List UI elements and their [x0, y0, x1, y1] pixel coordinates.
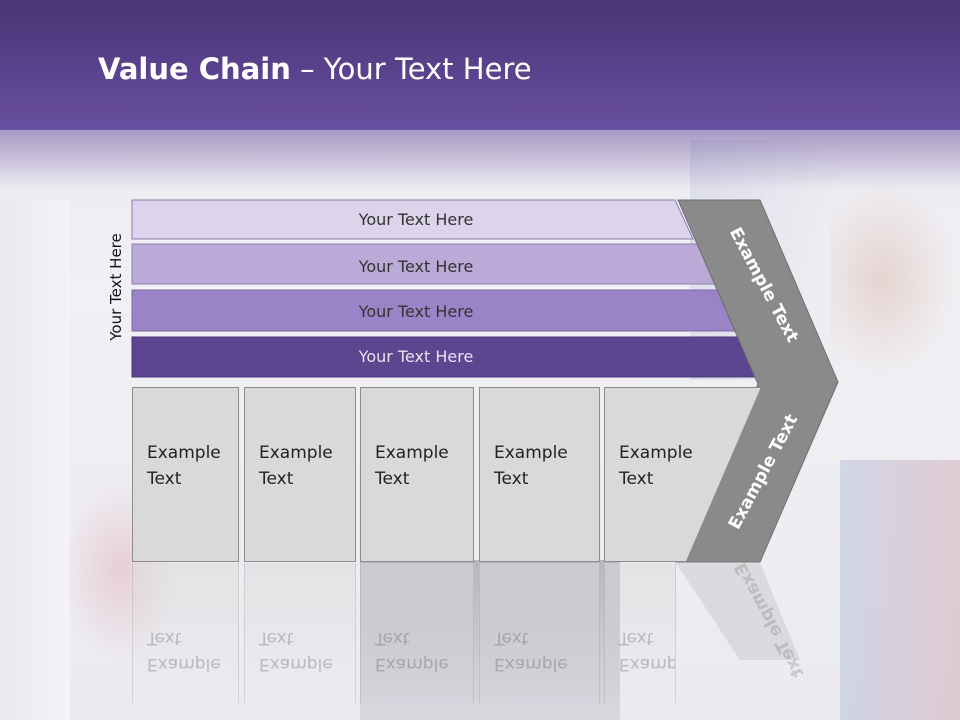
bar-4-label: Your Text Here — [358, 347, 474, 366]
box-4-label: Example Text — [494, 443, 568, 489]
title-bold: Value Chain — [98, 52, 291, 86]
example-box-1: Example Text — [132, 387, 239, 562]
bar-1 — [131, 199, 694, 240]
bar-1-label: Your Text Here — [358, 210, 474, 229]
example-box-3: Example Text — [360, 387, 474, 562]
box-3-label: Example Text — [375, 443, 449, 489]
header-banner — [0, 0, 960, 130]
slide-title: Value Chain – Your Text Here — [98, 52, 532, 86]
bar-3-label: Your Text Here — [358, 302, 474, 321]
box-5-reflection: Example Text — [604, 563, 676, 703]
box-5-label: Example Text — [619, 443, 693, 489]
box-1-label: Example Text — [147, 443, 221, 489]
title-rest: – Your Text Here — [290, 52, 532, 86]
bar-2-label: Your Text Here — [358, 257, 474, 276]
box-2-reflection: Example Text — [244, 563, 356, 703]
chevron-arrow — [675, 199, 839, 563]
box-2-label: Example Text — [259, 443, 333, 489]
box-1-reflection: Example Text — [132, 563, 239, 703]
chevron-reflection — [676, 563, 800, 660]
example-box-2: Example Text — [244, 387, 356, 562]
example-box-4: Example Text — [479, 387, 600, 562]
box-3-reflection: Example Text — [360, 563, 474, 703]
box-4-reflection: Example Text — [479, 563, 600, 703]
